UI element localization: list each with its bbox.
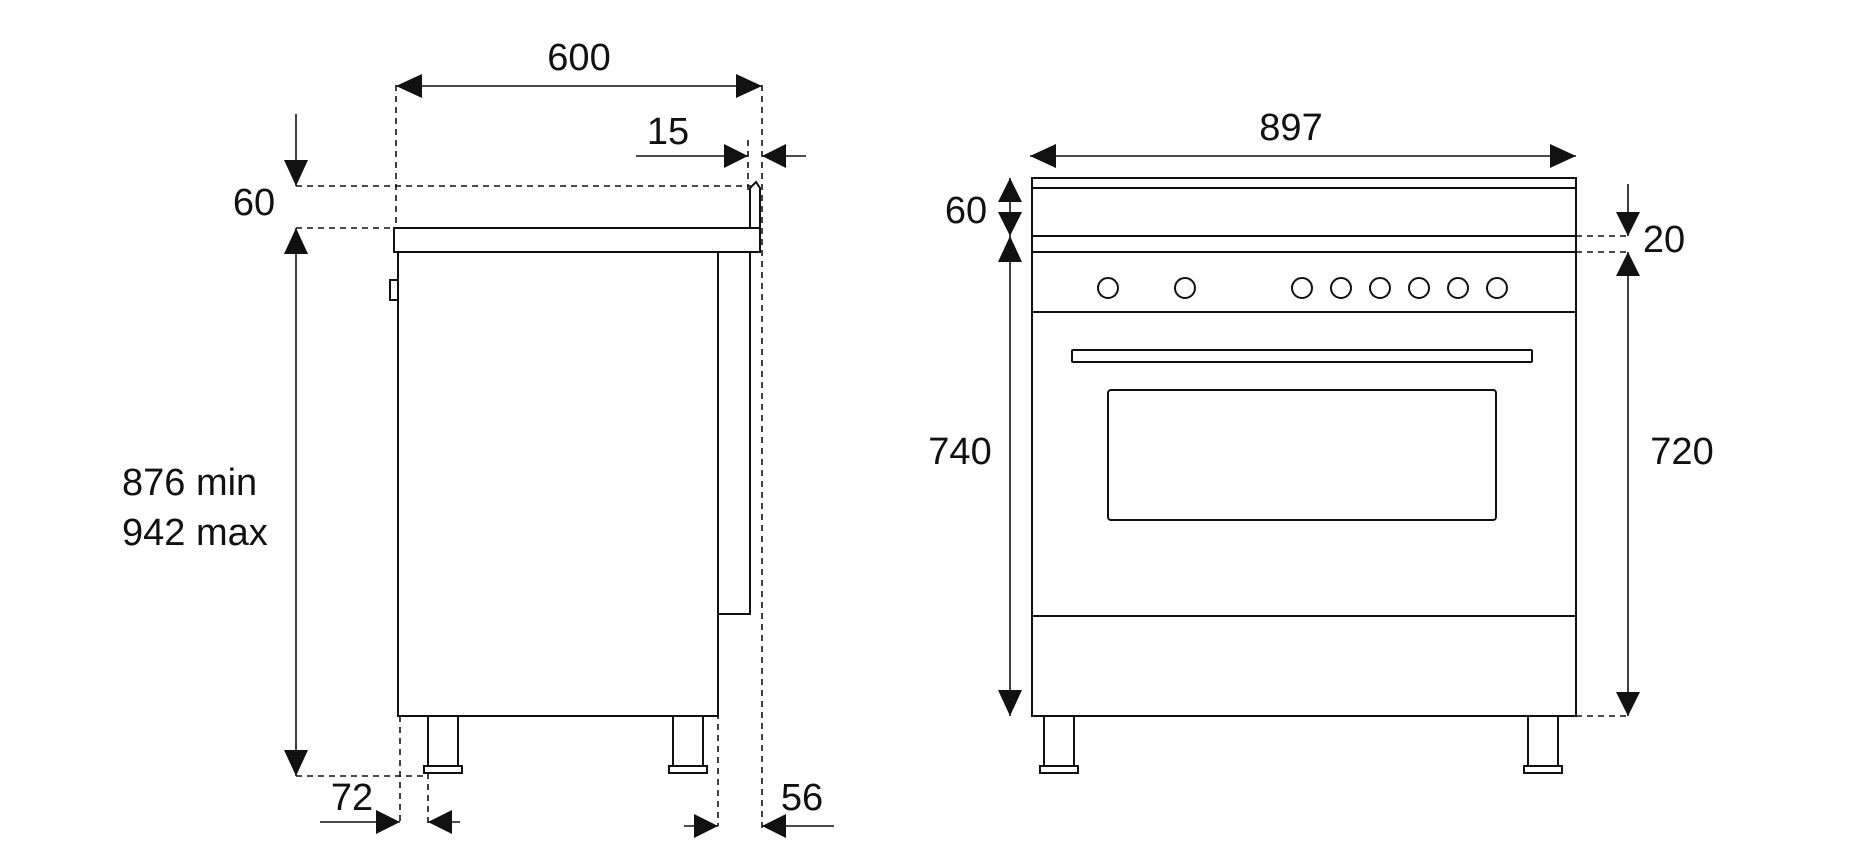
front-right-foot-base (1523, 765, 1563, 774)
arrow-up (284, 228, 308, 254)
front-left-foot (1043, 715, 1075, 767)
depth-label: 600 (547, 37, 610, 79)
arrow-right (1550, 144, 1576, 168)
side-rear-foot (672, 715, 704, 767)
side-view: 600 15 60 876 min 942 max 72 (122, 37, 834, 838)
arrow-down (284, 750, 308, 776)
control-knob (1330, 277, 1352, 299)
side-backguard-label: 60 (233, 182, 275, 224)
arrow-left (1030, 144, 1056, 168)
arrow-down (998, 690, 1022, 716)
control-knob (1447, 277, 1469, 299)
front-backguard-top (1031, 177, 1577, 189)
side-hob-top (393, 227, 761, 253)
oven-window (1107, 389, 1497, 521)
arrow-left (428, 810, 452, 834)
height-min-label: 876 min (122, 462, 257, 504)
arrow-right (694, 814, 718, 838)
control-knobs (1097, 277, 1508, 299)
arrow-right (736, 74, 762, 98)
height-max-label: 942 max (122, 512, 268, 554)
top-thickness-label: 20 (1643, 219, 1685, 261)
arrow-up (1616, 252, 1640, 276)
side-rear-foot-base (668, 765, 708, 774)
arrow-down (998, 212, 1022, 236)
body-height-label: 740 (928, 431, 991, 473)
side-rear-panel (717, 251, 751, 615)
front-height-label: 720 (1650, 431, 1713, 473)
arrow-down (284, 160, 308, 186)
width-label: 897 (1259, 107, 1322, 149)
side-backguard (749, 180, 761, 228)
arrow-left (762, 144, 786, 168)
arrow-right (376, 810, 400, 834)
control-knob (1097, 277, 1119, 299)
control-knob (1369, 277, 1391, 299)
arrow-left (762, 814, 786, 838)
rear-foot-offset-label: 56 (781, 777, 823, 819)
oven-handle (1071, 349, 1533, 363)
control-knob (1291, 277, 1313, 299)
arrow-up (998, 236, 1022, 262)
arrow-down (1616, 692, 1640, 716)
rear-offset-label: 15 (647, 111, 689, 153)
arrow-left (396, 74, 422, 98)
arrow-down (1616, 212, 1640, 236)
front-backguard-label: 60 (945, 190, 987, 232)
side-door-handle (389, 279, 399, 301)
side-front-foot-base (423, 765, 463, 774)
control-knob (1486, 277, 1508, 299)
arrow-up (998, 178, 1022, 202)
front-hob-top (1031, 235, 1577, 253)
side-front-foot (427, 715, 459, 767)
front-body (1031, 251, 1577, 717)
front-left-foot-base (1039, 765, 1079, 774)
front-foot-offset-label: 72 (331, 777, 373, 819)
front-view: 897 60 740 20 720 (928, 107, 1714, 774)
arrow-right (724, 144, 748, 168)
control-knob (1408, 277, 1430, 299)
control-knob (1174, 277, 1196, 299)
front-right-foot (1527, 715, 1559, 767)
side-body (397, 251, 719, 717)
